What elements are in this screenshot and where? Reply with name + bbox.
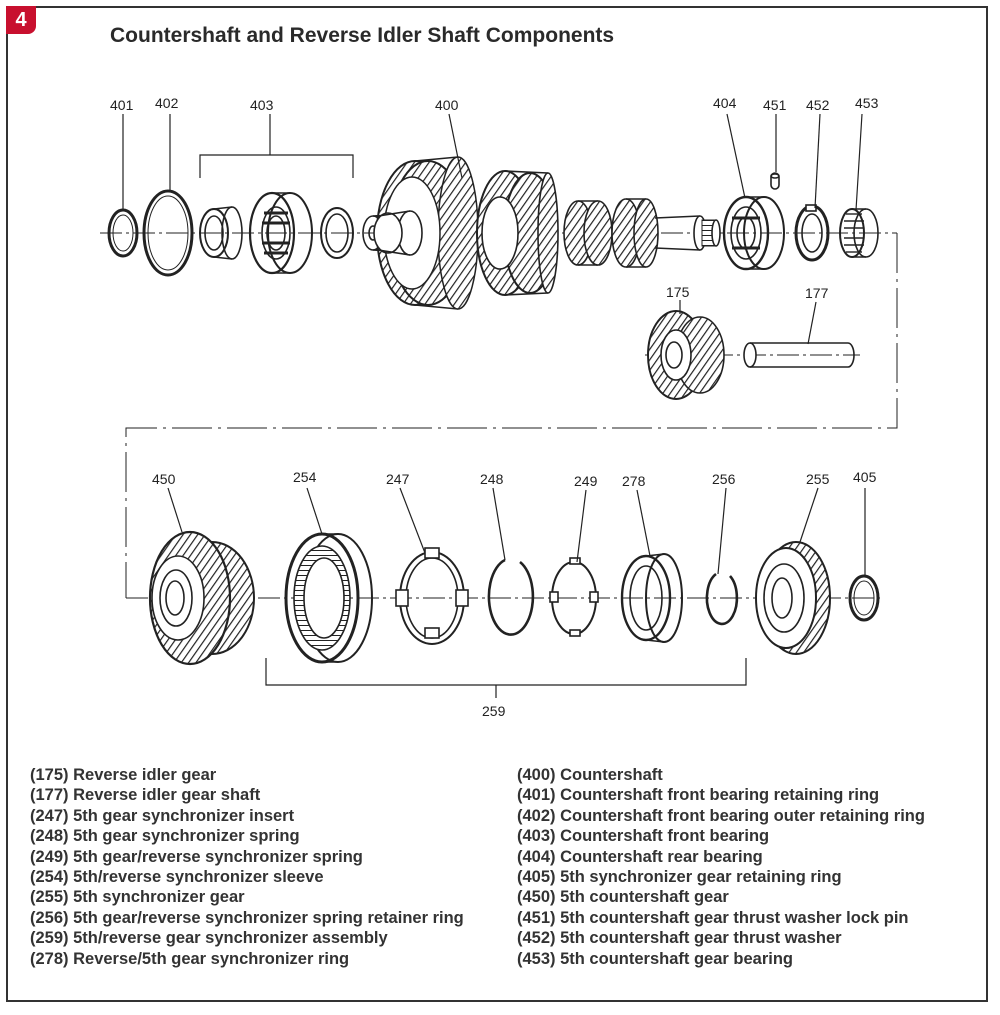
callout-247: 247 [386,471,410,487]
synchronizer-spring-249 [549,557,599,637]
legend-item: (453) 5th countershaft gear bearing [517,949,793,968]
callout-450: 450 [152,471,176,487]
legend-left-column: (175) Reverse idler gear (177) Reverse i… [30,765,464,969]
legend-right-column: (400) Countershaft (401) Countershaft fr… [517,765,925,969]
synchronizer-insert-247 [395,547,469,645]
thrust-washer-452 [794,204,830,262]
callout-249: 249 [574,473,598,489]
spring-retainer-ring-256 [705,572,739,626]
legend-item: (403) Countershaft front bearing [517,827,770,846]
callout-256: 256 [712,471,736,487]
countershaft-front-bearing-retaining-ring-401 [107,208,139,258]
countershaft-rear-bearing-404 [722,195,785,271]
synchronizer-sleeve-254 [284,532,373,664]
callout-451: 451 [763,97,787,113]
callout-400: 400 [435,97,459,113]
callout-255: 255 [806,471,830,487]
legend-item: (402) Countershaft front bearing outer r… [517,806,925,825]
callout-452: 452 [806,97,830,113]
legend-item: (247) 5th gear synchronizer insert [30,806,295,825]
legend-item: (248) 5th gear synchronizer spring [30,827,300,846]
callout-402: 402 [155,95,179,111]
callout-175: 175 [666,284,690,300]
callout-259: 259 [482,703,506,719]
legend-item: (404) Countershaft rear bearing [517,847,763,866]
gear-bearing-453 [839,208,879,258]
legend-item: (259) 5th/reverse gear synchronizer asse… [30,929,388,948]
fifth-synchronizer-gear-255 [755,541,831,655]
legend-item: (256) 5th gear/reverse synchronizer spri… [30,908,464,927]
figure-title: Countershaft and Reverse Idler Shaft Com… [110,24,615,47]
legend-item: (450) 5th countershaft gear [517,888,729,907]
figure-number-badge: 4 [6,6,36,34]
legend-item: (401) Countershaft front bearing retaini… [517,786,880,805]
callout-248: 248 [480,471,504,487]
legend-item: (400) Countershaft [517,766,663,784]
legend-item: (249) 5th gear/reverse synchronizer spri… [30,847,363,866]
countershaft-front-bearing-403 [199,191,354,275]
countershaft-400 [362,156,721,310]
reverse-idler-gear-175 [647,310,725,400]
legend-item: (278) Reverse/5th gear synchronizer ring [30,949,350,968]
callout-453: 453 [855,95,879,111]
legend-item: (405) 5th synchronizer gear retaining ri… [517,868,842,887]
callout-404: 404 [713,95,737,111]
legend-item: (255) 5th synchronizer gear [30,888,245,907]
thrust-washer-lock-pin-451 [770,172,780,190]
reverse-idler-gear-shaft-177 [743,342,855,368]
legend-item: (177) Reverse idler gear shaft [30,786,261,805]
callout-177: 177 [805,285,829,301]
synchronizer-ring-278 [620,553,683,643]
callout-278: 278 [622,473,646,489]
countershaft-front-bearing-outer-retaining-ring-402 [142,189,194,277]
fifth-countershaft-gear-450 [148,530,255,666]
callout-403: 403 [250,97,274,113]
callout-405: 405 [853,469,877,485]
legend-item: (451) 5th countershaft gear thrust washe… [517,908,909,927]
legend-item: (175) Reverse idler gear [30,766,217,784]
callout-401: 401 [110,97,134,113]
callout-254: 254 [293,469,317,485]
synchronizer-gear-retaining-ring-405 [848,574,880,622]
legend-item: (254) 5th/reverse synchronizer sleeve [30,868,324,887]
synchronizer-spring-248 [487,558,535,636]
legend-item: (452) 5th countershaft gear thrust washe… [517,929,842,948]
